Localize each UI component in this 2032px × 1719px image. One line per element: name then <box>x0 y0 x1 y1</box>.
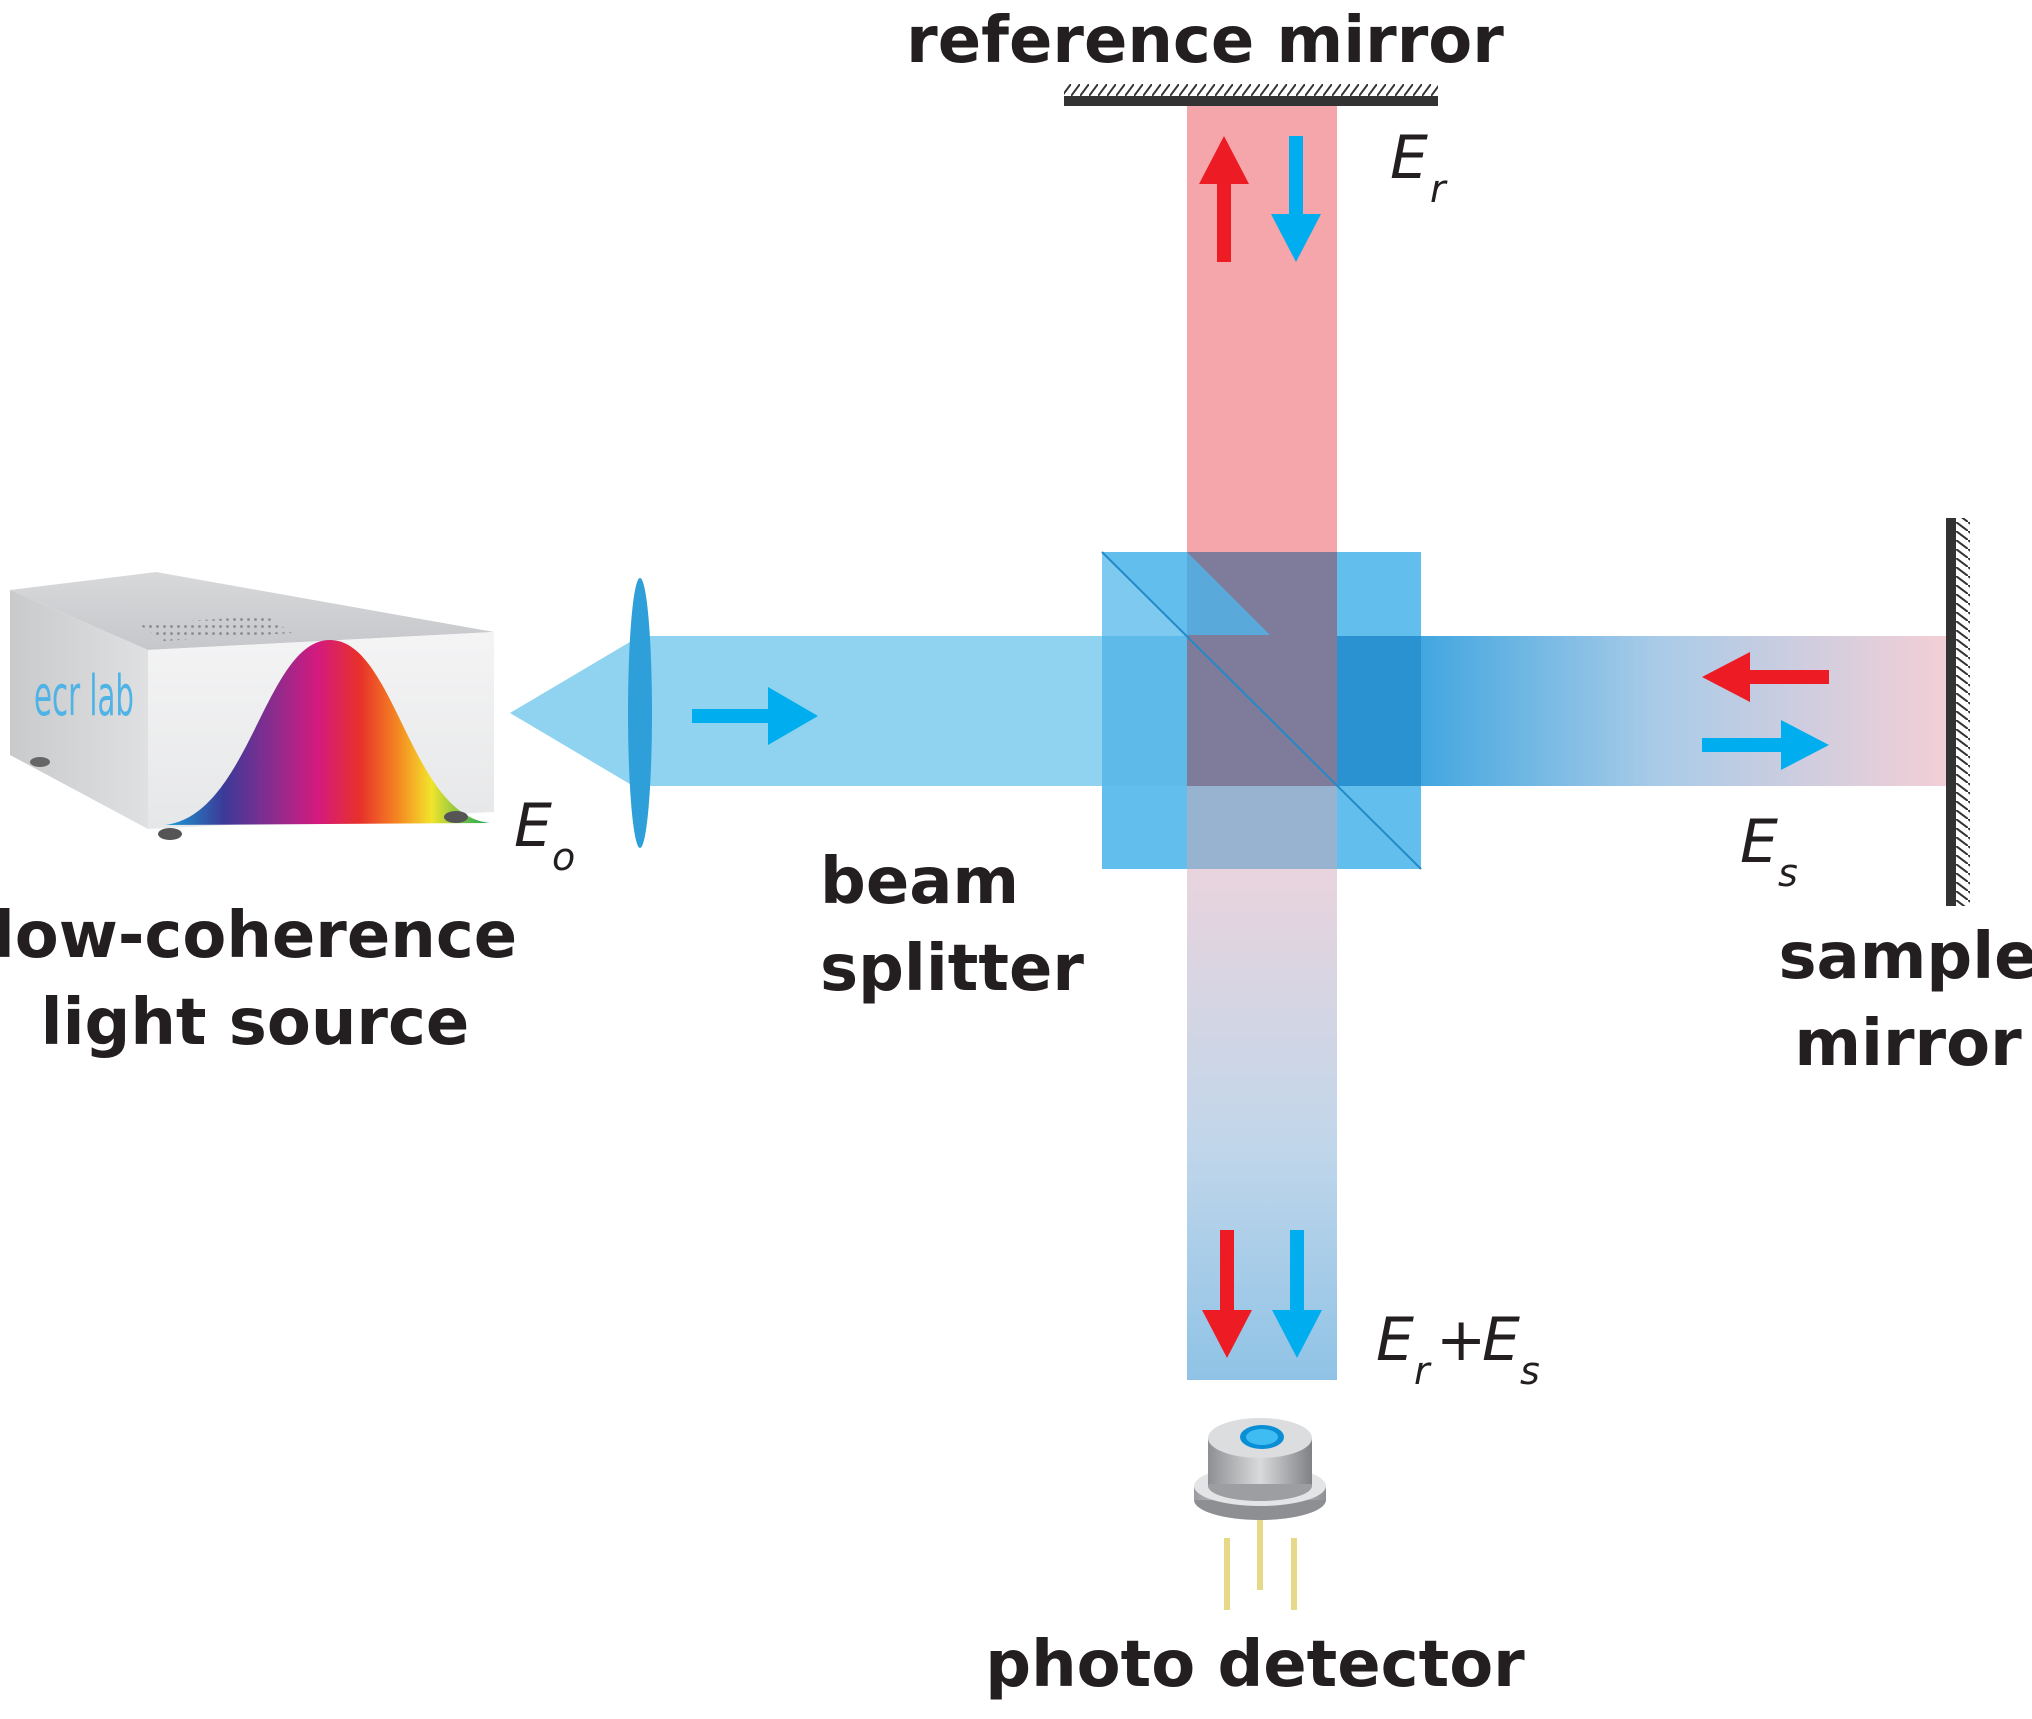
beam-splitter-label-line2: splitter <box>820 932 1084 1006</box>
box-foot-left <box>158 828 182 840</box>
detector-arm-beam <box>1187 868 1337 1380</box>
svg-text:s: s <box>1778 851 1798 895</box>
field-E-r: E r <box>1390 123 1448 211</box>
sample-arm-beam <box>1420 636 1946 786</box>
box-foot-right <box>444 811 468 823</box>
sample-arrow-right <box>1702 720 1829 770</box>
svg-text:r: r <box>1414 1349 1432 1393</box>
beam-splitter <box>1101 551 1422 870</box>
field-E-s: E s <box>1740 807 1798 895</box>
sample-mirror <box>1946 518 1970 906</box>
input-arrow-right <box>692 687 818 745</box>
svg-text:r: r <box>1430 167 1448 211</box>
svg-text:E: E <box>1390 123 1428 193</box>
brand-text: ecr lab <box>34 664 134 729</box>
light-source-label-line2: light source <box>41 986 470 1060</box>
reference-arrow-up <box>1199 136 1249 262</box>
light-source-box: ecr lab <box>10 572 494 840</box>
svg-text:s: s <box>1520 1349 1540 1393</box>
field-E-o: E o <box>514 791 575 879</box>
photo-detector-label: photo detector <box>985 1628 1525 1702</box>
svg-text:o: o <box>552 835 575 879</box>
spectrum-curve <box>165 640 490 825</box>
lens <box>628 578 652 848</box>
sample-mirror-label-line1: sample <box>1778 920 2032 994</box>
svg-text:+: + <box>1436 1305 1486 1375</box>
sample-arrow-left <box>1702 652 1829 702</box>
svg-text:E: E <box>1376 1305 1414 1375</box>
svg-text:E: E <box>1482 1305 1520 1375</box>
svg-text:E: E <box>1740 807 1778 877</box>
box-foot-back <box>30 757 50 767</box>
input-beam-cone <box>510 636 640 790</box>
light-source-label-line1: low-coherence <box>0 899 517 973</box>
svg-text:E: E <box>514 791 552 861</box>
reference-mirror <box>1064 84 1438 106</box>
sample-mirror-label-line2: mirror <box>1794 1007 2022 1081</box>
detector-arrow-down-blue <box>1272 1230 1322 1358</box>
reference-arrow-down <box>1271 136 1321 262</box>
field-E-r-plus-E-s: E r + E s <box>1376 1305 1540 1393</box>
reference-mirror-label: reference mirror <box>906 4 1504 78</box>
detector-arrow-down-red <box>1202 1230 1252 1358</box>
photo-detector-device <box>1194 1418 1326 1610</box>
beam-splitter-label-line1: beam <box>820 845 1019 919</box>
